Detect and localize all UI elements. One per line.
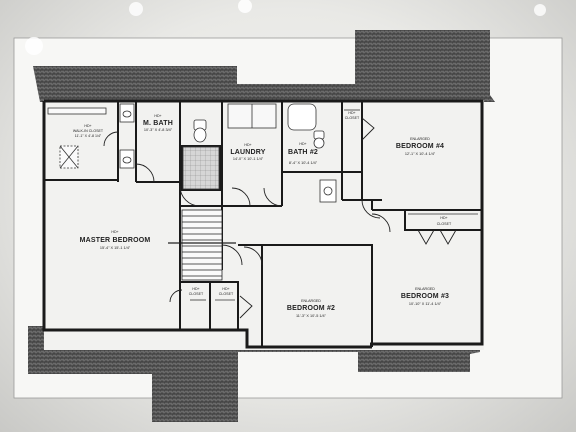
room-laundry-name: LAUNDRY	[230, 149, 265, 156]
room-walk-in-closet-ceiling: HD+	[84, 124, 91, 128]
room-bedroom-2-ceiling: ENLARGED	[301, 299, 321, 303]
room-bedroom-2-dims: 11'-3" X 10'-5 1/4"	[296, 314, 327, 318]
room-closet-top-name: CLOSET	[345, 116, 360, 120]
room-laundry-dims: 14'-0" X 10'-1 1/4"	[233, 157, 264, 161]
room-closet-a-name: CLOSET	[189, 292, 204, 296]
room-closet-right-ceiling: HD+	[440, 216, 447, 220]
room-laundry-ceiling: HD+	[244, 143, 251, 147]
exterior-walls	[42, 99, 484, 349]
room-bedroom-4-dims: 12'-1" X 10'-4 1/4"	[405, 152, 436, 156]
door-swings	[103, 117, 457, 319]
room-bath-2-name: BATH #2	[288, 149, 318, 156]
roof-shingles-top	[33, 30, 495, 102]
room-bath-2-ceiling: HD+	[299, 142, 306, 146]
room-m-bath-dims: 10'-3" X 4'-8 3/4"	[144, 128, 173, 132]
room-m-bath-ceiling: HD+	[154, 114, 161, 118]
room-m-bath-name: M. BATH	[143, 120, 173, 127]
room-walk-in-closet-dims: 11'-1" X 4'-8 1/4"	[75, 134, 102, 138]
room-master-bedroom-name: MASTER BEDROOM	[80, 237, 151, 244]
stairs	[168, 209, 236, 281]
room-closet-b-ceiling: HD+	[222, 287, 229, 291]
photo-glare	[25, 0, 546, 55]
room-bedroom-3-dims: 10'-10" X 11'-4 1/4"	[409, 302, 442, 306]
room-bedroom-2-name: BEDROOM #2	[287, 305, 335, 312]
room-master-bedroom-dims: 15'-4" X 15'-1 1/4"	[100, 246, 131, 250]
room-bedroom-4-ceiling: ENLARGED	[410, 137, 430, 141]
room-bath-2-dims: 8'-4" X 10'-4 1/4"	[289, 161, 318, 165]
room-bedroom-4-name: BEDROOM #4	[396, 143, 444, 150]
room-walk-in-closet-name: WALK-IN CLOSET	[73, 129, 104, 133]
interior-walls	[44, 101, 482, 347]
room-closet-b-name: CLOSET	[219, 292, 234, 296]
room-closet-right-name: CLOSET	[437, 222, 452, 226]
room-labels: HD+ WALK-IN CLOSET 11'-1" X 4'-8 1/4" HD…	[73, 111, 452, 318]
room-closet-a-ceiling: HD+	[192, 287, 199, 291]
room-master-bedroom-ceiling: HD+	[111, 230, 118, 234]
room-bedroom-3-name: BEDROOM #3	[401, 293, 449, 300]
room-bedroom-3-ceiling: ENLARGED	[415, 287, 435, 291]
room-closet-top-ceiling: HD+	[348, 111, 355, 115]
fixtures	[47, 103, 478, 301]
